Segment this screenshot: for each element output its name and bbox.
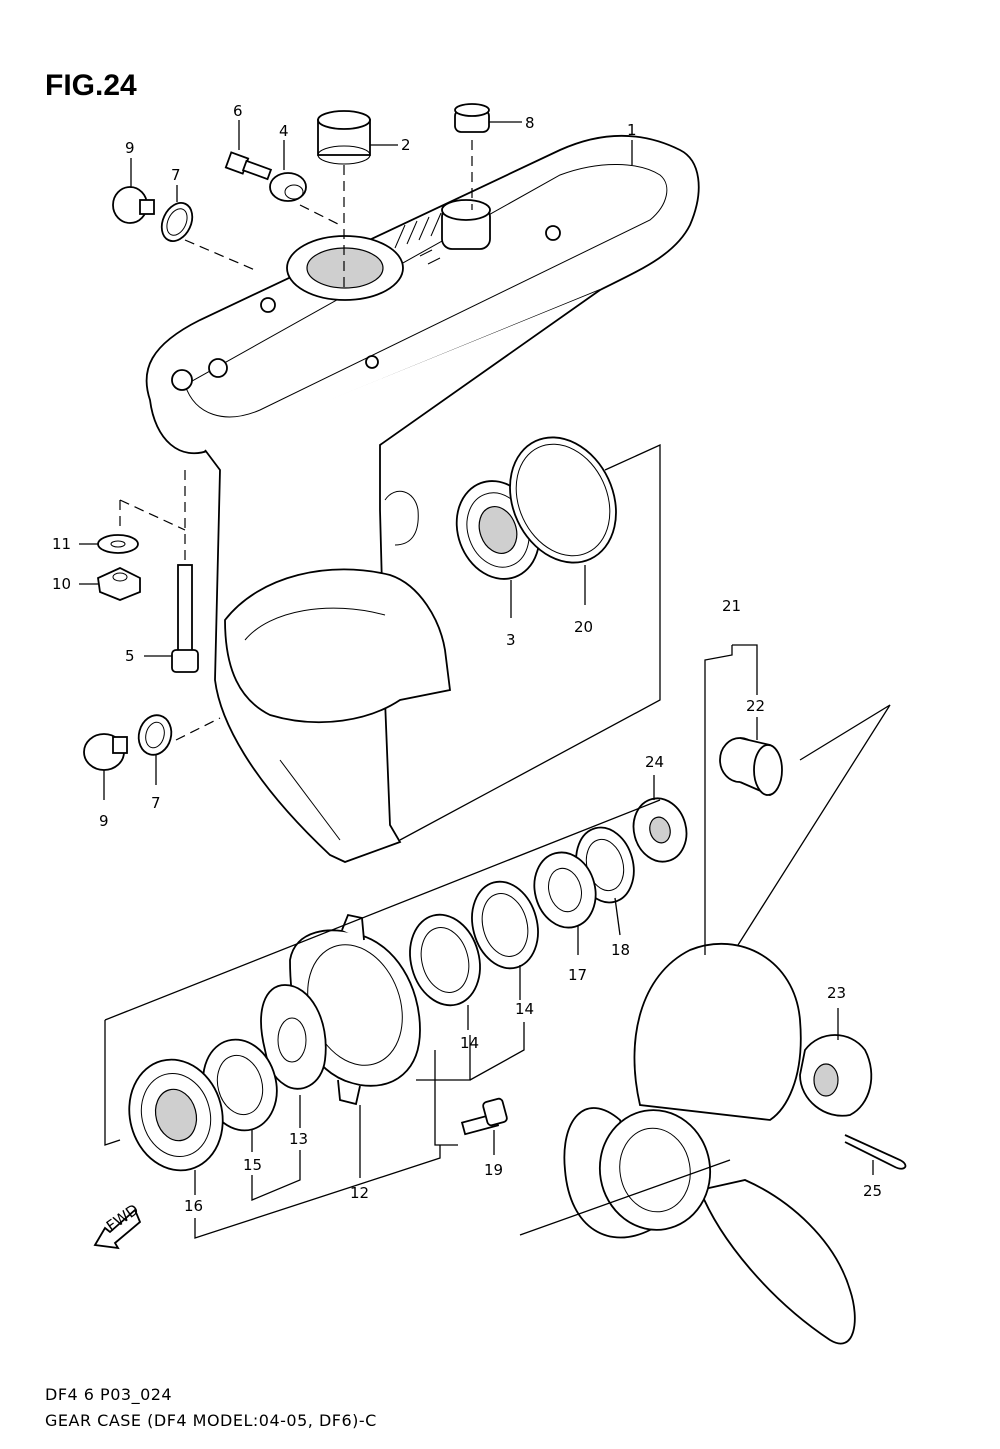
leader-lines — [79, 120, 891, 1239]
collar-part-2 — [317, 110, 371, 165]
callout-7-lower: 7 — [151, 794, 161, 812]
callout-9-top: 9 — [125, 139, 135, 157]
figure-title: FIG.24 — [45, 69, 137, 102]
callout-23: 23 — [827, 984, 846, 1002]
seal-part-14-inner — [409, 913, 481, 1007]
callout-25: 25 — [863, 1182, 882, 1200]
grommet-part-4 — [269, 172, 307, 202]
nut-part-10 — [97, 567, 141, 601]
gear-case-housing — [145, 134, 700, 863]
callout-14-inner: 14 — [460, 1034, 479, 1052]
callout-8: 8 — [525, 114, 535, 132]
callout-14-outer: 14 — [515, 1000, 534, 1018]
o-ring-part-20 — [509, 436, 617, 564]
bearing-part-16 — [128, 1058, 224, 1172]
cap-part-8 — [454, 103, 490, 133]
stud-part-5 — [171, 564, 199, 673]
gasket-part-7-top — [160, 202, 194, 242]
lockwasher-part-13 — [260, 984, 327, 1090]
callout-24: 24 — [645, 753, 664, 771]
retainer-part-17 — [533, 851, 597, 929]
callout-20: 20 — [574, 618, 593, 636]
diagram-caption: GEAR CASE (DF4 MODEL:04-05, DF6)-C — [45, 1411, 377, 1430]
callout-16: 16 — [184, 1197, 203, 1215]
callout-13: 13 — [289, 1130, 308, 1148]
spacer-part-22 — [719, 737, 783, 796]
plug-part-9-lower — [83, 733, 128, 771]
callout-12: 12 — [350, 1184, 369, 1202]
washer-part-11 — [97, 534, 139, 554]
nut-part-23 — [799, 1034, 873, 1117]
callout-1: 1 — [627, 121, 637, 139]
callout-3: 3 — [506, 631, 516, 649]
propeller-part-21 — [563, 942, 856, 1345]
diagram-code: DF4 6 P03_024 — [45, 1385, 172, 1405]
bolt-part-19 — [460, 1097, 508, 1136]
callout-2: 2 — [401, 136, 411, 154]
callout-10: 10 — [52, 575, 71, 593]
callout-labels: 1 2 3 4 5 6 7 7 8 9 9 10 11 12 13 14 14 … — [52, 102, 882, 1215]
seal-part-14-outer — [471, 880, 539, 970]
callout-22: 22 — [746, 697, 765, 715]
bearing-part-3 — [455, 480, 541, 580]
plug-part-9-top — [112, 186, 155, 224]
bolt-part-6 — [224, 151, 273, 181]
callout-17: 17 — [568, 966, 587, 984]
callout-15: 15 — [243, 1156, 262, 1174]
callout-11: 11 — [52, 535, 71, 553]
callout-21: 21 — [722, 597, 741, 615]
callout-4: 4 — [279, 122, 289, 140]
callout-18: 18 — [611, 941, 630, 959]
callout-5: 5 — [125, 647, 135, 665]
callout-9-lower: 9 — [99, 812, 109, 830]
callout-7-top: 7 — [171, 166, 181, 184]
cotter-pin-part-25 — [844, 1134, 907, 1170]
washer-part-24 — [632, 797, 688, 863]
gasket-part-7-lower — [137, 714, 173, 756]
callout-19: 19 — [484, 1161, 503, 1179]
fwd-arrow-icon: FWD — [93, 1200, 142, 1250]
callout-6: 6 — [233, 102, 243, 120]
